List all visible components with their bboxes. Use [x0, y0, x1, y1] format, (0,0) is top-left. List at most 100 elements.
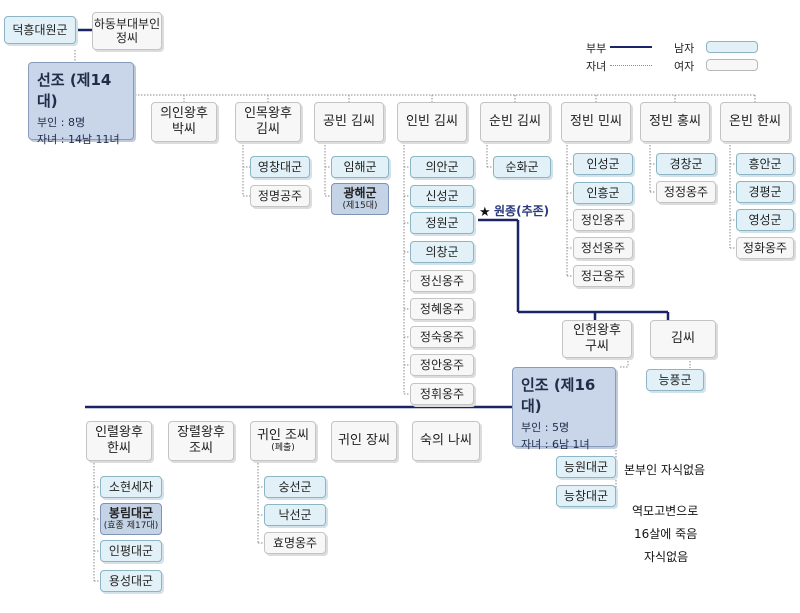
king-seonjo-box: 선조 (제14대) 부인 : 8명 자녀 : 14남 11녀 [28, 62, 134, 146]
child-jeonggeun: 정근옹주 [573, 265, 633, 287]
note-neungchang-1: 역모고변으로 [632, 504, 699, 518]
child-name: 경평군 [748, 184, 782, 199]
child-sunhwa: 순화군 [493, 156, 551, 178]
king-wives: 부인 : 8명 [37, 116, 86, 129]
child-name: 숭선군 [278, 479, 312, 494]
note-neungchang-2: 16살에 죽음 [634, 527, 698, 541]
consort-name-line2: 한씨 [107, 441, 131, 456]
child-name: 순화군 [505, 159, 539, 174]
child-uichang: 의창군 [410, 241, 474, 263]
consort-name: 숙의 나씨 [420, 433, 472, 449]
legend-male-label: 남자 [674, 42, 695, 55]
child-nakseon: 낙선군 [264, 504, 326, 526]
child-name: 의창군 [425, 244, 459, 259]
consort-name-line2: 박씨 [172, 122, 196, 137]
wonjong-label: 원종(추존) [494, 204, 550, 218]
consort-note: (폐출) [271, 443, 295, 454]
consort-gwiin-jang: 귀인 장씨 [331, 421, 397, 461]
person-name: 김씨 [671, 331, 695, 347]
child-name: 정명공주 [257, 188, 303, 203]
child-jeongin: 정인옹주 [573, 209, 633, 231]
child-name: 인평대군 [108, 543, 154, 558]
legend-female-label: 여자 [674, 60, 695, 73]
person-name-line1: 인헌왕후 [573, 323, 621, 339]
child-name: 정인옹주 [580, 212, 626, 227]
child-name: 정휘옹주 [419, 386, 465, 401]
child-name: 정화옹주 [742, 240, 788, 255]
note-neungwon: 본부인 자식없음 [624, 463, 706, 477]
consort-name-line2: 김씨 [256, 122, 280, 137]
legend-spouse-line [610, 46, 652, 48]
consort-name: 공빈 김씨 [323, 114, 375, 130]
note-neungchang-3: 자식없음 [644, 550, 689, 564]
king-title: 선조 (제14대) [37, 71, 112, 110]
child-name: 능원대군 [563, 459, 609, 474]
child-jeonghye: 정혜옹주 [410, 298, 474, 320]
child-heungan: 흥안군 [736, 153, 794, 175]
child-inheung: 인흥군 [573, 182, 633, 204]
star-icon: ★ [479, 205, 491, 220]
child-inpyeong: 인평대군 [100, 540, 162, 562]
child-name: 신성군 [425, 188, 459, 203]
reign-note: (효종 제17대) [103, 520, 159, 531]
child-yeongchang: 영창대군 [250, 156, 310, 178]
consort-inmok: 인목왕후 김씨 [235, 102, 301, 142]
consort-name: 인빈 김씨 [406, 114, 458, 130]
consort-inbin-kim: 인빈 김씨 [397, 102, 467, 142]
child-hyomyeong: 효명옹주 [264, 532, 326, 554]
child-name: 정숙옹주 [419, 329, 465, 344]
person-name-line1: 하동부대부인 [93, 16, 161, 31]
child-jeongseon: 정선옹주 [573, 237, 633, 259]
child-sohyeon: 소현세자 [100, 476, 162, 498]
child-name: 정정옹주 [663, 184, 709, 199]
consort-onbin-han: 온빈 한씨 [720, 102, 790, 142]
child-neungwon: 능원대군 [556, 456, 616, 478]
child-jeongsin: 정신옹주 [410, 270, 474, 292]
child-name: 정안옹주 [419, 357, 465, 372]
child-name: 정근옹주 [580, 268, 626, 283]
child-name: 흥안군 [748, 156, 782, 171]
child-name: 정혜옹주 [419, 301, 465, 316]
child-name: 정원군 [425, 215, 459, 230]
child-yeongseong: 영성군 [736, 209, 794, 231]
consort-name-line1: 귀인 조씨 [257, 427, 309, 443]
consort-sukui-na: 숙의 나씨 [412, 421, 480, 461]
child-jeongan: 정안옹주 [410, 354, 474, 376]
consort-name: 순빈 김씨 [489, 114, 541, 130]
person-name-line2: 구씨 [585, 339, 609, 354]
child-name: 인흥군 [586, 185, 620, 200]
child-imhae: 임해군 [331, 156, 389, 178]
consort-name-line2: 조씨 [189, 441, 213, 456]
person-deokheung-daewongun: 덕흥대원군 [4, 16, 76, 44]
legend-spouse-label: 부부 [586, 42, 607, 55]
consort-jeongbin-hong: 정빈 홍씨 [640, 102, 710, 142]
child-name: 낙선군 [278, 507, 312, 522]
king-wives: 부인 : 5명 [521, 421, 570, 434]
child-jeongwon: 정원군 [410, 212, 474, 234]
child-name: 광해군 [343, 186, 377, 201]
child-jeongjeong: 정정옹주 [656, 181, 716, 203]
child-name: 소현세자 [108, 479, 154, 494]
reign-note: (제15대) [342, 200, 378, 211]
consort-name: 귀인 장씨 [338, 433, 390, 449]
child-name: 영성군 [748, 212, 782, 227]
child-gyeongpyeong: 경평군 [736, 181, 794, 203]
child-gwanghae-king: 광해군 (제15대) [331, 183, 389, 215]
consort-name-line1: 인렬왕후 [95, 425, 143, 441]
child-jeongsuk: 정숙옹주 [410, 326, 474, 348]
child-neungpung: 능풍군 [646, 369, 704, 391]
child-name: 의안군 [425, 159, 459, 174]
consort-name-line1: 인목왕후 [244, 106, 292, 122]
child-inseong: 인성군 [573, 153, 633, 175]
person-inheon-wanghu: 인헌왕후 구씨 [562, 320, 632, 358]
consort-name-line1: 의인왕후 [160, 106, 208, 122]
person-name: 덕흥대원군 [12, 22, 68, 37]
child-sungseon: 숭선군 [264, 476, 326, 498]
consort-uiin: 의인왕후 박씨 [151, 102, 217, 142]
child-name: 능풍군 [658, 372, 692, 387]
consort-jangryeol: 장렬왕후 조씨 [168, 421, 234, 461]
child-jeonghwi: 정휘옹주 [410, 383, 474, 405]
child-name: 능창대군 [563, 488, 609, 503]
child-name: 정선옹주 [580, 240, 626, 255]
